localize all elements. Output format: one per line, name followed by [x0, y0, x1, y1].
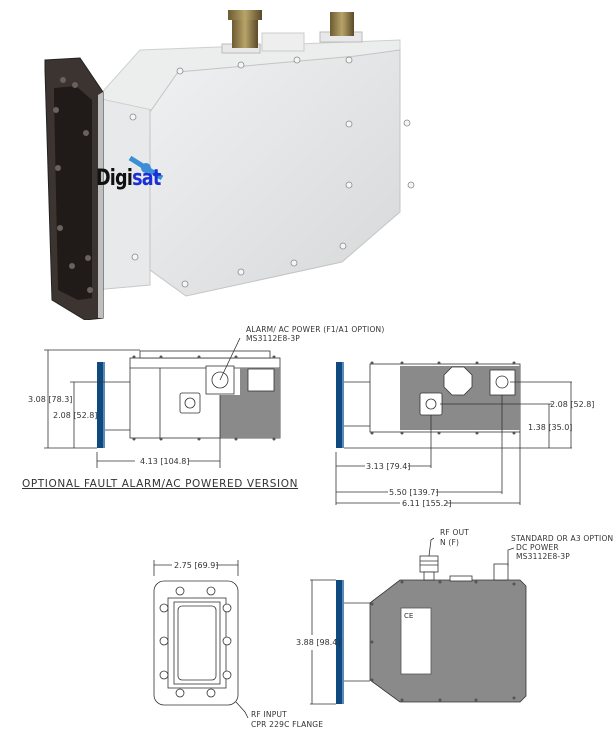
top-left-dims-text: 3.08 [78.3] 2.08 [52.8] 4.13 [104.8] ALA… — [28, 325, 384, 466]
side-screws — [370, 580, 516, 702]
top-left-view — [44, 337, 281, 468]
alarm-callout-2: MS3112E8-3P — [246, 334, 300, 343]
housing-body — [149, 49, 401, 297]
side-view — [310, 537, 527, 705]
rf-input-callout-2: CPR 229C FLANGE — [251, 720, 323, 729]
fault-alarm-caption: OPTIONAL FAULT ALARM/AC POWERED VERSION — [22, 478, 299, 490]
dc-callout-1: STANDARD OR A3 OPTION — [511, 534, 613, 543]
flange-blue-left — [97, 362, 105, 448]
dim-dc-offset: 5.50 [139.7] — [389, 488, 439, 497]
dim-height-center: 2.08 [52.8] — [53, 411, 97, 420]
satellite-logo-icon — [128, 155, 164, 181]
dim-length: 4.13 [104.8] — [140, 457, 190, 466]
rf-out-callout-2: N (F) — [440, 538, 459, 547]
ce-mark: CE — [404, 612, 413, 620]
dc-callout-3: MS3112E8-3P — [516, 552, 570, 561]
rf-out-callout-1: RF OUT — [440, 528, 469, 537]
top-right-dims-text: 2.08 [52.8] 1.38 [35.0] 3.13 [79.4] 5.50… — [366, 400, 594, 508]
flange-front-text: 2.75 [69.9] RF INPUT CPR 229C FLANGE — [174, 561, 323, 729]
flange-bolts — [53, 77, 93, 293]
dc-power-connector-photo — [319, 12, 363, 43]
dim-conn-height: 2.08 [52.8] — [550, 400, 594, 409]
side-view-text: 3.88 [98.4] RF OUT N (F) STANDARD OR A3 … — [296, 528, 613, 647]
dim-flange-width: 2.75 [69.9] — [174, 561, 218, 570]
dim-side-height: 3.88 [98.4] — [296, 638, 340, 647]
rf-out-connector-photo — [221, 10, 305, 54]
dc-callout-2: DC POWER — [516, 543, 559, 552]
dim-rf-offset: 3.13 [79.4] — [366, 462, 410, 471]
dim-overall: 6.11 [155.2] — [402, 499, 452, 508]
top-right-view — [335, 361, 572, 505]
flange-front-view — [153, 560, 249, 719]
dim-height-total: 3.08 [78.3] — [28, 395, 72, 404]
dim-rf-height: 1.38 [35.0] — [528, 423, 572, 432]
housing-screws — [129, 56, 415, 288]
digisat-logo: Digisat — [96, 166, 161, 191]
product-photo — [44, 10, 415, 320]
rf-input-callout-1: RF INPUT — [251, 710, 287, 719]
alarm-callout-1: ALARM/ AC POWER (F1/A1 OPTION) — [246, 325, 384, 334]
